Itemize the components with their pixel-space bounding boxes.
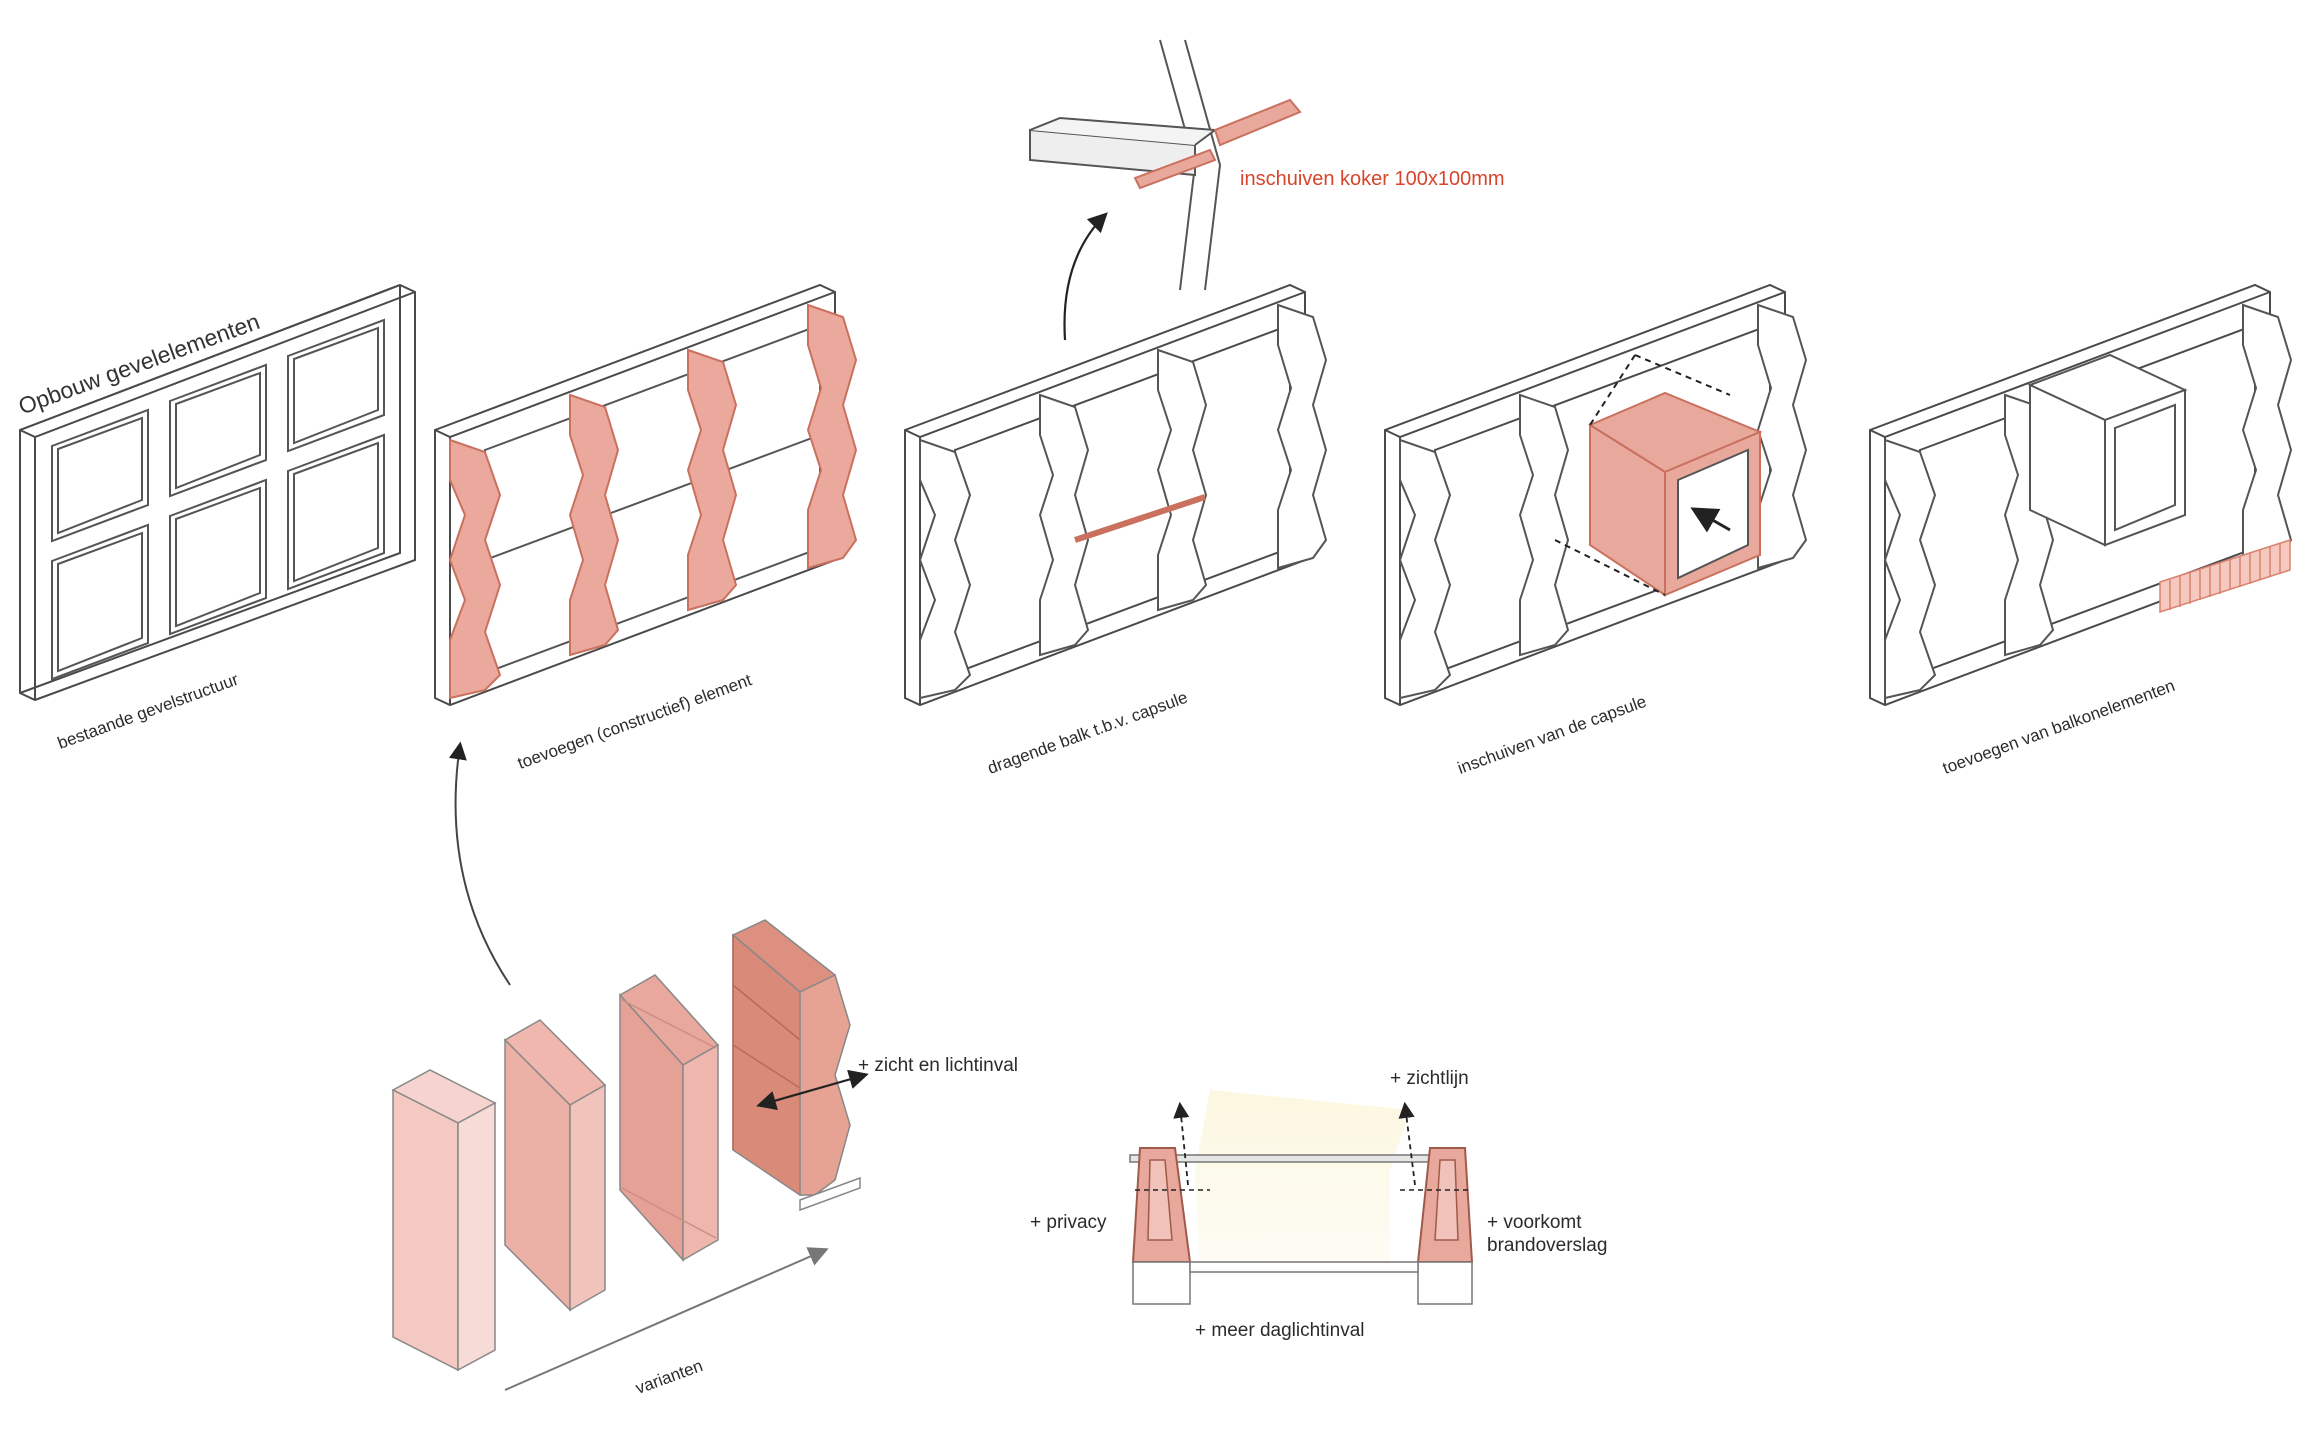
- balcony-rail: [2159, 538, 2291, 614]
- panel-beam: [904, 283, 1328, 707]
- section-daglicht: + meer daglichtinval: [1195, 1320, 1365, 1341]
- pink-columns: [448, 303, 858, 700]
- section-voorkomt-2: brandoverslag: [1487, 1235, 1608, 1256]
- detail-caption: inschuiven koker 100x100mm: [1240, 168, 1505, 190]
- section-zichtlijn: + zichtlijn: [1390, 1068, 1469, 1089]
- support-beam: [1074, 494, 1206, 543]
- panel-existing-facade: [19, 283, 416, 702]
- beam-detail: [1029, 39, 1302, 291]
- variants-arrow: [504, 1247, 829, 1391]
- variant-2: [503, 1019, 607, 1312]
- panel-balcony: [1869, 283, 2293, 707]
- variant-3: [618, 974, 720, 1262]
- view-arrow: [756, 1069, 869, 1111]
- section-fin-right: [1416, 1147, 1474, 1305]
- curve-arrow-up: [448, 741, 511, 986]
- capsule-white: [2027, 353, 2188, 547]
- section-voorkomt-1: + voorkomt: [1487, 1212, 1582, 1233]
- section-fin-left: [1131, 1147, 1192, 1305]
- variants-note: + zicht en lichtinval: [858, 1055, 1018, 1076]
- variant-1: [391, 1069, 497, 1372]
- panel-added-elements: [434, 283, 858, 707]
- variant-4: [731, 919, 861, 1212]
- panel-capsule: [1384, 283, 1808, 707]
- capsule-box: [1554, 354, 1763, 597]
- variant-blocks: [391, 919, 861, 1372]
- section-detail: [1129, 1090, 1474, 1305]
- section-privacy: + privacy: [1030, 1212, 1107, 1233]
- detail-arrow: [1063, 212, 1108, 341]
